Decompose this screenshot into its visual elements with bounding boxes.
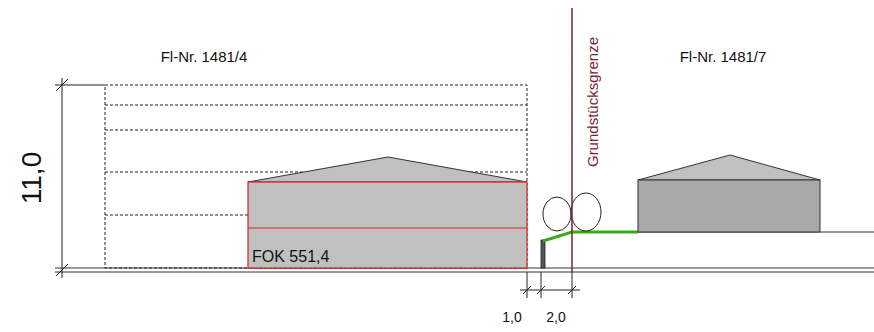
height-dimension: [55, 78, 105, 278]
distance-dimension-text: 1,0: [502, 310, 521, 325]
wall: [541, 240, 545, 268]
building-box: FOK 551,4: [248, 182, 527, 268]
parcel-number: Fl-Nr. 1481/4: [161, 49, 248, 66]
shrub: [571, 193, 601, 231]
floor-line: [248, 227, 527, 228]
building: [638, 180, 820, 232]
roof: [248, 157, 527, 182]
building: [248, 182, 527, 268]
distance-dimension-text: 2,0: [546, 310, 565, 325]
parcel-number: Fl-Nr. 1481/7: [680, 49, 767, 66]
envelope-dashed: [105, 85, 527, 268]
distance-dimension: [520, 272, 580, 298]
ground-line: [55, 272, 874, 273]
floor-level: FOK 551,4: [252, 248, 329, 266]
shrub: [543, 197, 571, 231]
boundary-label: Grundstücksgrenze: [585, 37, 602, 167]
terrain-line: [543, 232, 638, 241]
roof: [638, 155, 820, 180]
property-boundary: [571, 8, 573, 272]
height-dimension-text: 11,0: [17, 152, 48, 204]
